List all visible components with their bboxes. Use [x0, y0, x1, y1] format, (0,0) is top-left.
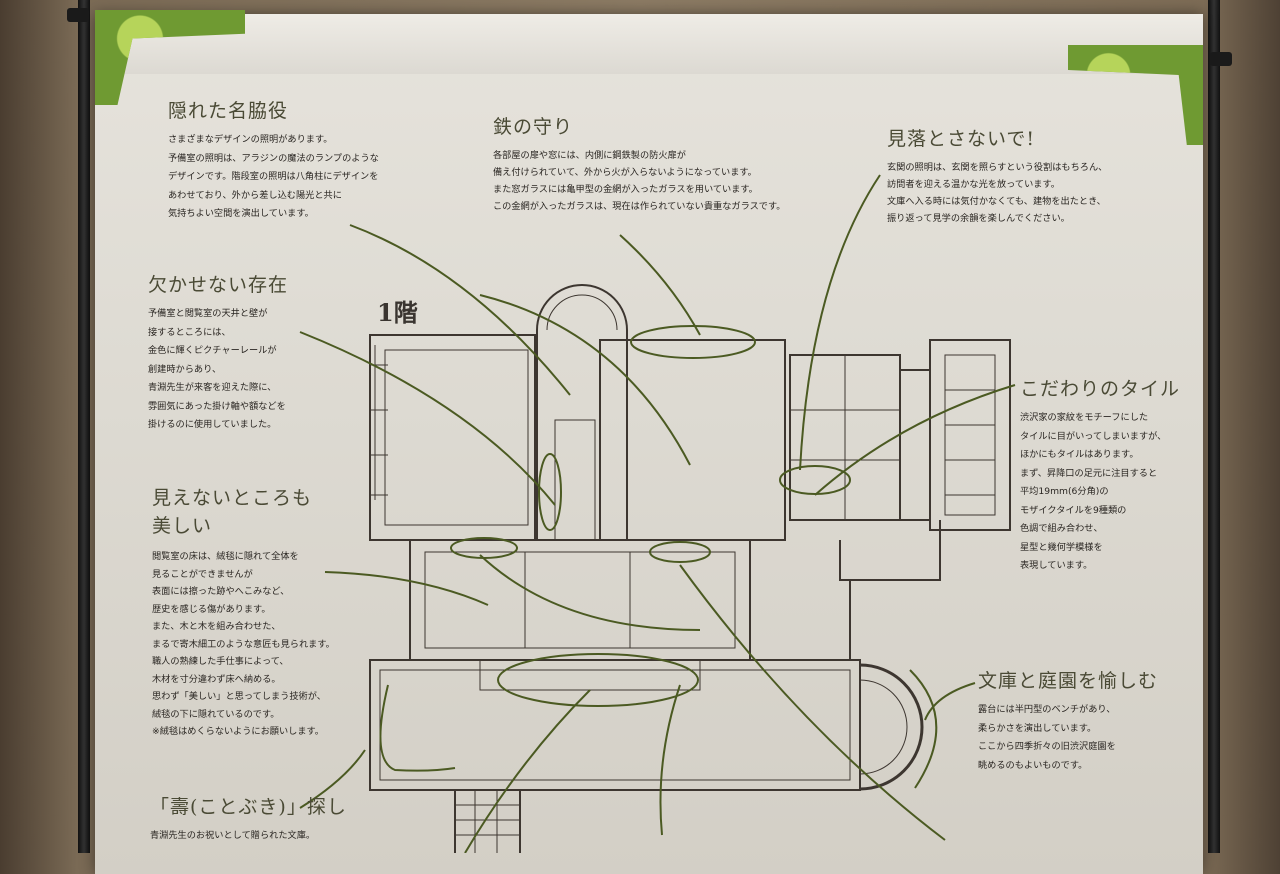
section-iron-guard: 鉄の守り 各部屋の扉や窓には、内側に鋼鉄製の防火扉が 備え付けられていて、外から… — [493, 112, 785, 215]
highlight-entrance-light — [779, 465, 851, 495]
stand-pole-left — [78, 0, 90, 853]
section-body: 閲覧室の床は、絨毯に隠れて全体を 見ることができませんが 表面には擦った跡やへこ… — [152, 551, 335, 737]
highlight-floor — [497, 653, 699, 707]
floor-plan — [299, 174, 1016, 853]
poster-clip-right — [1210, 52, 1232, 66]
section-body: 玄関の照明は、玄関を照らすという役割はもちろん、 訪問者を迎える温かな光を放って… — [887, 162, 1108, 224]
poster — [95, 14, 1203, 874]
section-title: 見落とさないで! — [887, 128, 1036, 150]
plan-corridor — [409, 539, 751, 661]
section-garden: 文庫と庭園を愉しむ 露台には半円型のベンチがあり、 柔らかさを演出しています。 … — [978, 666, 1158, 775]
section-title: 鉄の守り — [493, 116, 574, 138]
plan-stair-tower — [536, 284, 628, 540]
section-lighting: 隠れた名脇役 さまざまなデザインの照明があります。 予備室の照明は、アラジンの魔… — [168, 96, 379, 224]
plan-brick-path — [454, 789, 521, 853]
plan-lower-hall — [369, 659, 861, 791]
section-title: 「壽(ことぶき)」探し — [150, 796, 347, 818]
section-hidden-beauty: 見えないところも 美しい 閲覧室の床は、絨毯に隠れて全体を 見ることができません… — [152, 484, 335, 741]
section-dont-miss: 見落とさないで! 玄関の照明は、玄関を照らすという役割はもちろん、 訪問者を迎え… — [887, 124, 1107, 227]
highlight-kotobuki — [379, 684, 456, 772]
section-title: 文庫と庭園を愉しむ — [978, 670, 1159, 692]
section-body: 予備室と閲覧室の天井と壁が 接するところには、 金色に輝くピクチャーレールが 創… — [148, 308, 286, 430]
section-title: こだわりのタイル — [1020, 378, 1181, 400]
section-body: 渋沢家の家紋をモチーフにした タイルに目がいってしまいますが、 ほかにもタイルは… — [1020, 412, 1167, 571]
section-picture-rail: 欠かせない存在 予備室と閲覧室の天井と壁が 接するところには、 金色に輝くピクチ… — [148, 270, 288, 435]
plan-semicircle-terrace — [859, 663, 924, 791]
highlight-fire-doors — [630, 325, 756, 359]
section-body: さまざまなデザインの照明があります。 予備室の照明は、アラジンの魔法のランプのよ… — [168, 134, 379, 219]
highlight-rail-right — [649, 541, 711, 563]
section-body: 露台には半円型のベンチがあり、 柔らかさを演出しています。 ここから四季折々の旧… — [978, 704, 1116, 771]
section-tiles: こだわりのタイル 渋沢家の家紋をモチーフにした タイルに目がいってしまいますが、… — [1020, 374, 1180, 576]
section-body: 各部屋の扉や窓には、内側に鋼鉄製の防火扉が 備え付けられていて、外から火が入らな… — [493, 150, 786, 212]
section-kotobuki: 「壽(ことぶき)」探し 青淵先生のお祝いとして贈られた文庫。 — [150, 792, 347, 846]
poster-top-roll — [95, 14, 1203, 74]
plan-tile-stairs — [929, 339, 1011, 531]
section-title: 見えないところも 美しい — [152, 487, 313, 537]
leader-lines — [299, 174, 1016, 853]
highlight-stair-light — [538, 453, 562, 531]
section-title: 隠れた名脇役 — [168, 100, 289, 122]
highlight-rail-left — [450, 537, 518, 559]
floor-label: 1階 — [377, 298, 418, 327]
stand-pole-right — [1208, 0, 1220, 853]
section-title: 欠かせない存在 — [148, 274, 289, 296]
poster-clip-left — [67, 8, 89, 22]
plan-room-reserve — [369, 334, 536, 541]
section-body: 青淵先生のお祝いとして贈られた文庫。 — [150, 830, 316, 841]
